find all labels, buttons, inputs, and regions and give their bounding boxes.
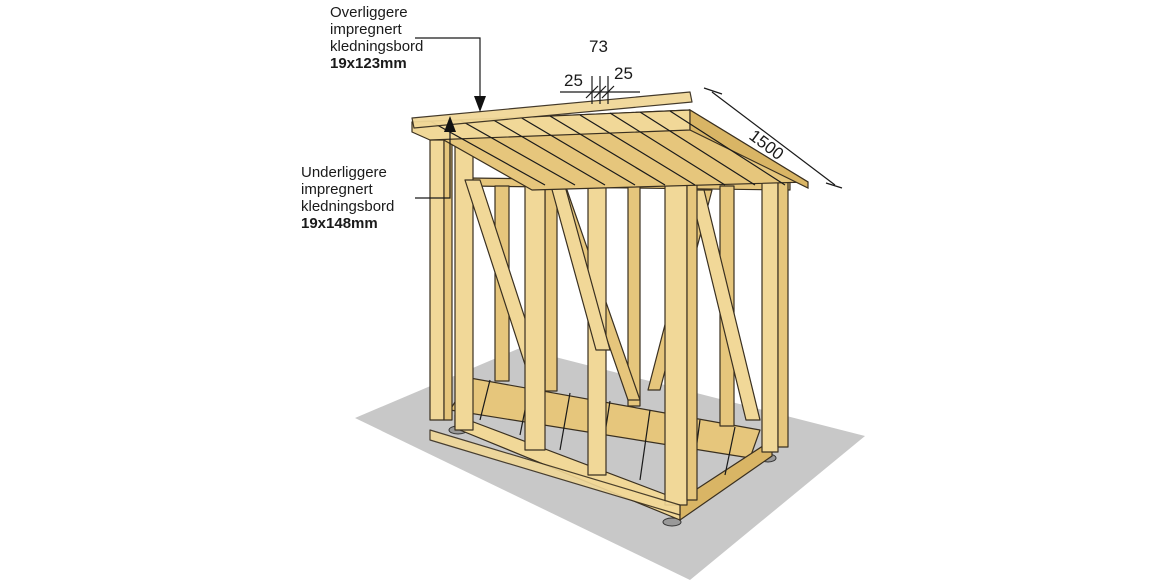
bottom-board-arrow <box>415 116 456 199</box>
spacing-dimension <box>560 76 640 104</box>
top-boards-line1: Overliggere <box>330 4 408 21</box>
top-board-arrow <box>415 37 486 112</box>
top-boards-line2: impregnert <box>330 21 402 38</box>
bottom-boards-line2: impregnert <box>301 181 373 198</box>
gap-left: 25 <box>564 71 583 90</box>
bottom-boards-line1: Underliggere <box>301 164 387 181</box>
top-boards-line3: kledningsbord <box>330 38 424 55</box>
bottom-boards-line3: kledningsbord <box>301 198 395 215</box>
spacing-total: 73 <box>589 37 608 56</box>
foot <box>662 517 682 527</box>
roof <box>411 91 809 191</box>
bottom-boards-label: Underliggere impregnert kledningsbord 19… <box>301 164 394 232</box>
depth-dimension <box>703 87 843 189</box>
front-wall <box>429 139 698 516</box>
top-boards-size: 19x123mm <box>330 55 407 72</box>
gap-right: 25 <box>614 64 633 83</box>
right-wall <box>689 181 789 453</box>
top-boards-label: Overliggere impregnert kledningsbord 19x… <box>330 4 423 72</box>
bottom-boards-size: 19x148mm <box>301 215 378 232</box>
